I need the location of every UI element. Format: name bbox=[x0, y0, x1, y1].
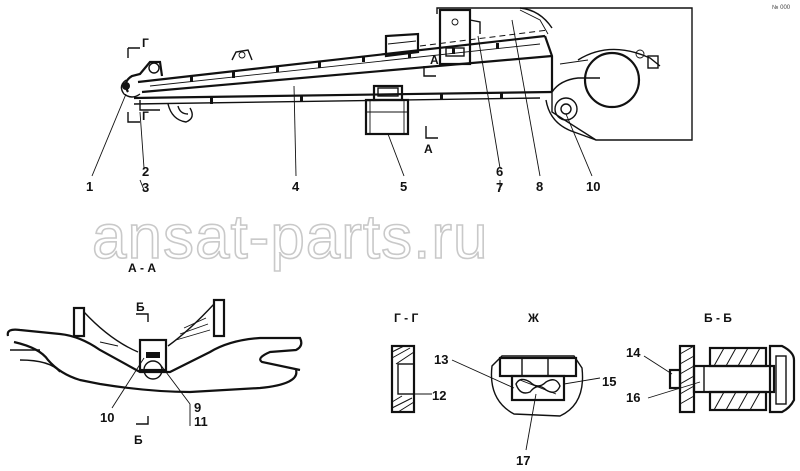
section-marker-b-bottom: Б bbox=[134, 416, 149, 447]
svg-text:8: 8 bbox=[536, 179, 543, 194]
svg-text:1: 1 bbox=[86, 179, 93, 194]
section-marker-b-top: Б bbox=[136, 300, 149, 322]
section-title-aa: А - А bbox=[128, 261, 156, 275]
watermark: ansat-parts.ru bbox=[92, 203, 489, 272]
section-bb-view bbox=[668, 344, 796, 414]
svg-text:Г: Г bbox=[142, 109, 149, 123]
main-boom-assembly bbox=[120, 7, 693, 141]
svg-text:Б: Б bbox=[136, 300, 145, 314]
section-aa-view bbox=[6, 298, 303, 394]
svg-text:4: 4 bbox=[292, 179, 300, 194]
callouts-aa: 10 9 11 bbox=[100, 400, 208, 429]
clamp-bracket bbox=[364, 84, 410, 136]
callouts-zh: 13 15 17 bbox=[434, 352, 616, 468]
callouts-main: 1 2 3 4 5 6 7 8 10 bbox=[86, 164, 600, 195]
svg-text:10: 10 bbox=[586, 179, 600, 194]
svg-text:Г: Г bbox=[142, 36, 149, 50]
callouts-bb: 14 16 bbox=[626, 345, 641, 405]
callout-12: 12 bbox=[432, 388, 446, 403]
svg-text:3: 3 bbox=[142, 180, 149, 195]
svg-text:7: 7 bbox=[496, 180, 503, 195]
svg-text:13: 13 bbox=[434, 352, 448, 367]
section-zh-view bbox=[490, 355, 584, 417]
section-marker-g-top: Г bbox=[127, 36, 149, 58]
svg-text:2: 2 bbox=[142, 164, 149, 179]
section-marker-a-bottom: А bbox=[424, 126, 438, 156]
svg-text:Б: Б bbox=[134, 433, 143, 447]
corner-mark: № 000 bbox=[772, 4, 791, 11]
svg-text:А: А bbox=[424, 142, 433, 156]
svg-text:5: 5 bbox=[400, 179, 407, 194]
svg-text:9: 9 bbox=[194, 400, 201, 415]
section-gg-view bbox=[390, 344, 432, 414]
section-marker-a-top: А bbox=[423, 53, 439, 77]
svg-text:14: 14 bbox=[626, 345, 641, 360]
svg-text:17: 17 bbox=[516, 453, 530, 468]
section-title-bb: Б - Б bbox=[704, 311, 732, 325]
upper-tank bbox=[384, 7, 553, 66]
section-marker-g-bottom: Г bbox=[127, 109, 149, 123]
svg-text:11: 11 bbox=[194, 414, 208, 429]
svg-text:А: А bbox=[430, 53, 439, 67]
section-title-zh: Ж bbox=[527, 311, 539, 325]
svg-text:6: 6 bbox=[496, 164, 503, 179]
svg-text:10: 10 bbox=[100, 410, 114, 425]
svg-text:15: 15 bbox=[602, 374, 616, 389]
svg-text:16: 16 bbox=[626, 390, 640, 405]
section-title-gg: Г - Г bbox=[394, 311, 418, 325]
